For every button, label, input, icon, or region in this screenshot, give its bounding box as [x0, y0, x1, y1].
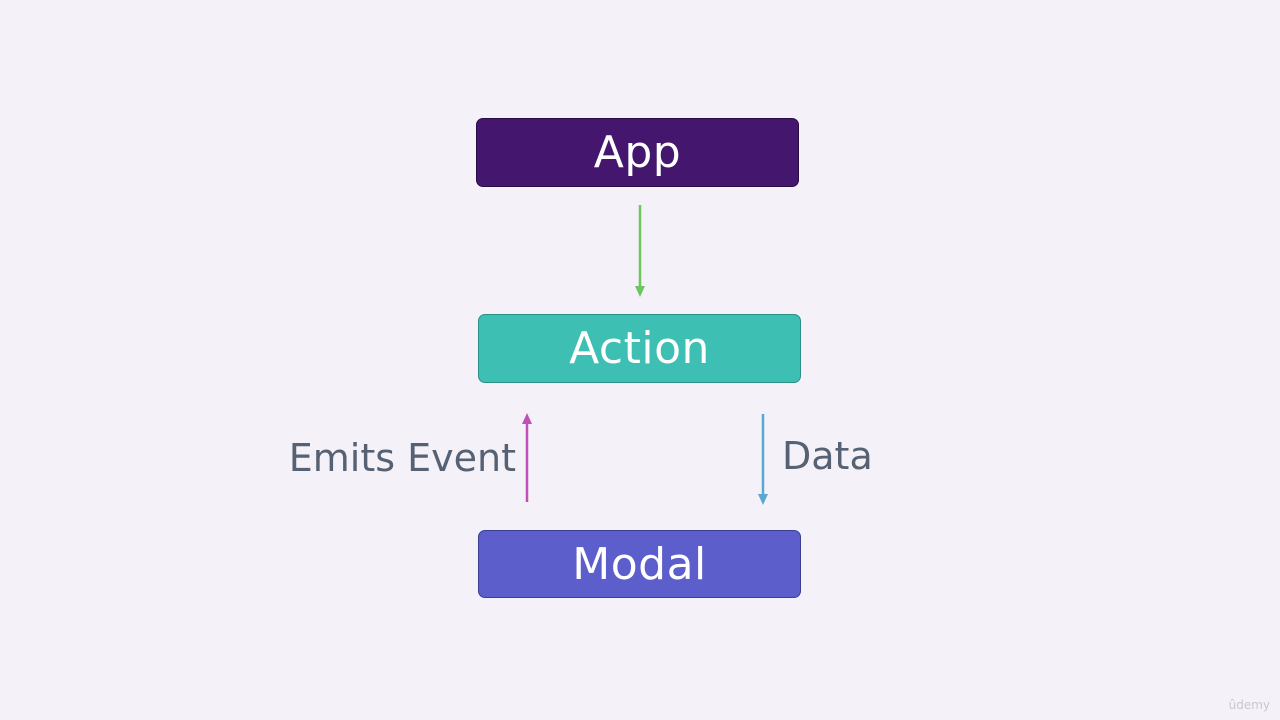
node-modal-label: Modal: [572, 538, 707, 590]
edge-label-emits-event: Emits Event: [288, 436, 516, 480]
edge-modal-to-action: [522, 413, 532, 502]
node-action: Action: [478, 314, 801, 383]
node-app-label: App: [593, 127, 682, 178]
edge-action-to-modal: [758, 414, 768, 505]
node-app: App: [476, 118, 799, 187]
edge-label-data: Data: [782, 434, 873, 478]
edge-app-to-action: [635, 205, 645, 297]
node-modal: Modal: [478, 530, 801, 598]
watermark-logo: ûdemy: [1228, 698, 1270, 712]
node-action-label: Action: [569, 323, 710, 374]
